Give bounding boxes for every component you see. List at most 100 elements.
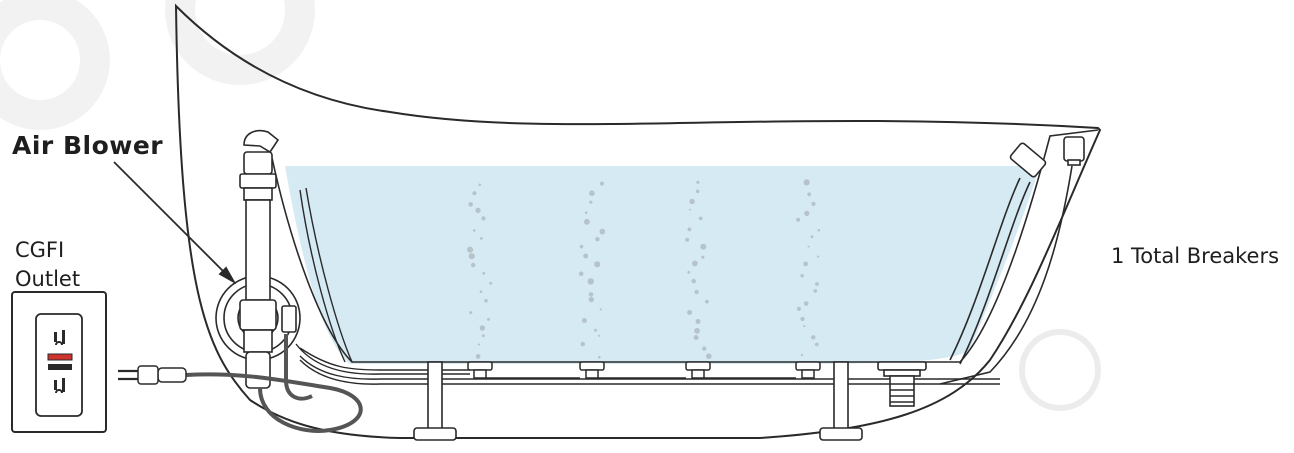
air-bubble: [803, 261, 808, 267]
power-cord: [185, 334, 363, 433]
air-blower-pointer: [113, 161, 237, 285]
air-bubble: [810, 235, 814, 239]
air-bubble: [803, 325, 806, 328]
air-bubble: [471, 262, 476, 268]
air-bubble: [817, 229, 821, 232]
air-bubble: [685, 237, 690, 242]
air-bubble: [696, 180, 700, 184]
air-bubble: [796, 217, 801, 222]
air-jets: [467, 361, 821, 379]
air-bubble: [807, 192, 812, 197]
air-bubble: [578, 271, 584, 277]
air-bubble: [588, 292, 594, 297]
air-bubble: [803, 301, 809, 306]
air-bubble: [687, 227, 692, 232]
cgfi-outlet-label: CGFI Outlet: [15, 236, 80, 294]
air-bubble: [700, 243, 707, 250]
air-bubble: [694, 327, 700, 334]
air-bubble: [813, 289, 818, 293]
air-bubble: [814, 342, 819, 347]
air-bubble: [811, 201, 816, 206]
air-bubble: [689, 198, 695, 205]
air-bubble: [478, 183, 482, 187]
air-bubble: [800, 353, 804, 357]
air-bubble: [800, 274, 804, 278]
air-bubble: [598, 355, 601, 359]
air-bubble: [807, 245, 810, 248]
air-bubble: [599, 308, 602, 311]
air-bubble: [599, 228, 606, 235]
air-bubble: [804, 210, 810, 216]
air-bubble: [584, 218, 590, 225]
air-bubble: [472, 191, 477, 196]
air-bubble: [693, 335, 699, 340]
air-bubble: [472, 229, 476, 232]
air-bubble: [579, 244, 584, 249]
air-bubble: [584, 211, 588, 214]
air-bubble: [796, 306, 802, 311]
air-bubble: [694, 289, 699, 295]
air-bubble: [489, 281, 493, 285]
bathtub-inner-wall: [271, 129, 1099, 363]
air-bubble: [479, 290, 483, 294]
air-bubble: [687, 270, 691, 274]
bathtub-outer-shell: [174, 3, 1102, 439]
air-bubble: [484, 299, 488, 303]
cgfi-label-line1: CGFI: [15, 238, 65, 262]
air-bubble: [587, 278, 594, 285]
air-bubble: [468, 202, 474, 207]
air-bubble: [468, 253, 475, 260]
air-bubble: [705, 299, 709, 304]
air-bubble: [811, 335, 816, 340]
air-bubble: [475, 354, 481, 359]
cgfi-label-line2: Outlet: [15, 267, 81, 291]
air-bubble: [600, 181, 604, 186]
air-bubble: [481, 216, 486, 221]
total-breakers-label: 1 Total Breakers: [1111, 244, 1280, 268]
air-bubble: [815, 282, 819, 286]
cgfi-outlet: [11, 291, 107, 433]
air-bubble: [580, 341, 585, 347]
air-bubble: [692, 260, 698, 267]
air-tubing: [295, 187, 1000, 385]
air-bubble: [477, 343, 480, 346]
drain-assembly: [877, 361, 927, 407]
air-bubble: [695, 319, 701, 324]
air-bubble: [469, 311, 473, 315]
air-bubble: [481, 334, 485, 338]
air-bubble: [479, 325, 485, 331]
air-blower-label: Air Blower: [12, 131, 164, 160]
air-bubble: [482, 272, 486, 275]
air-bubble: [687, 310, 693, 315]
air-bubble: [581, 318, 587, 323]
air-bubble: [589, 200, 593, 204]
air-bubble: [800, 316, 805, 322]
watermark: [0, 0, 315, 130]
overflow-and-hose: [939, 136, 1085, 385]
air-bubble: [594, 328, 597, 332]
air-bubble: [594, 261, 601, 268]
plug: [118, 365, 187, 385]
air-bubbles: [467, 179, 821, 360]
air-bubble: [701, 255, 705, 259]
water: [285, 166, 1040, 364]
air-bubble: [583, 253, 589, 259]
air-bubble: [695, 189, 700, 194]
air-bubble: [487, 317, 490, 321]
air-bubble: [689, 208, 691, 211]
air-bubble: [475, 207, 481, 214]
air-bubble: [803, 179, 810, 186]
air-bubble: [817, 255, 820, 258]
air-bubble: [598, 334, 601, 337]
air-bubble: [691, 278, 696, 284]
tub-support-legs: [413, 361, 863, 441]
registered-mark: [1019, 329, 1101, 411]
air-bubble: [588, 296, 594, 303]
air-blower-unit: [215, 129, 301, 389]
air-bubble: [595, 237, 600, 242]
air-bubble: [479, 237, 483, 240]
air-bubble: [706, 353, 712, 360]
air-bubble: [702, 346, 707, 351]
air-bubble: [589, 190, 595, 196]
